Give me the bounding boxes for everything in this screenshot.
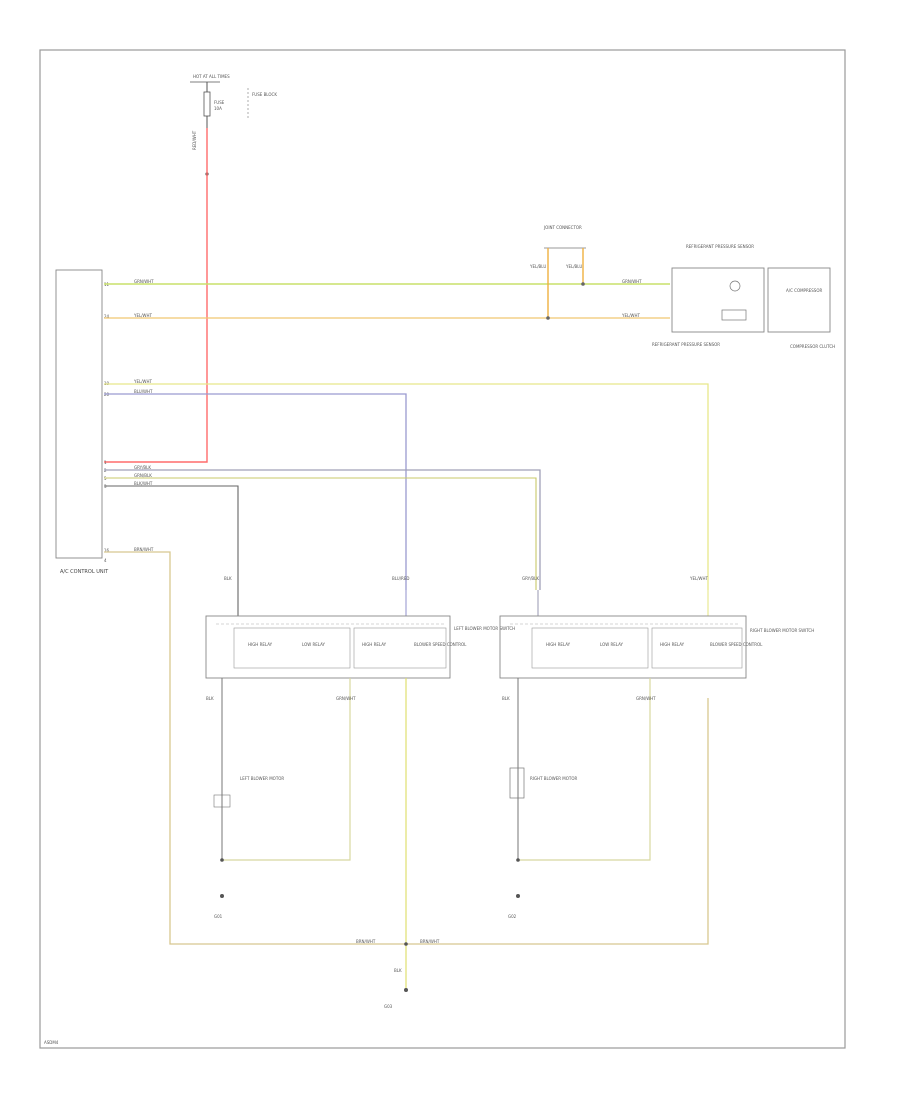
wire-black — [104, 485, 239, 590]
wire-blue — [104, 393, 407, 590]
right-module-inner-2: LOW RELAY — [600, 642, 624, 647]
wire-gray — [104, 469, 541, 590]
wire-label-blue: BLU/WHT — [134, 389, 153, 394]
right-module-wire-label-2: YEL/WHT — [689, 576, 709, 581]
joint-connector: JOINT CONNECTOR YEL/BLU YEL/BLU — [529, 225, 586, 320]
wire-tan — [104, 551, 709, 945]
right-module-label: RIGHT BLOWER MOTOR SWITCH — [750, 628, 814, 633]
wire-label-tan-bottom-1: BRN/WHT — [356, 939, 376, 944]
wire-label-green-right: GRN/WHT — [622, 279, 642, 284]
wire-label-yellow: YEL/WHT — [133, 379, 153, 384]
bottom-wire-label: BLK — [394, 968, 402, 973]
left-blower-motor: LEFT BLOWER MOTOR BLK GRN/WHT G01 — [206, 696, 356, 919]
wire-yellow — [104, 383, 709, 590]
svg-text:4: 4 — [104, 558, 107, 563]
svg-text:1: 1 — [104, 460, 107, 465]
wire-right-output-2 — [518, 678, 651, 861]
wire-label-orange-right: YEL/WHT — [621, 313, 641, 318]
svg-text:24: 24 — [104, 314, 110, 319]
left-module-inner-1: HIGH RELAY — [248, 642, 273, 647]
svg-text:16: 16 — [104, 548, 110, 553]
wire-red — [104, 128, 208, 463]
left-module-inner-2: LOW RELAY — [302, 642, 326, 647]
wire-olive — [104, 477, 537, 590]
wire-label-green: GRN/WHT — [134, 279, 154, 284]
wire-label-tan-bottom-2: BRN/WHT — [420, 939, 440, 944]
left-module-wire-label-1: BLK — [224, 576, 232, 581]
joint-wire-label-1: YEL/BLU — [529, 264, 546, 269]
fuse-block-side-label: FUSE BLOCK — [252, 92, 277, 97]
compressor-box-label: A/C COMPRESSOR — [786, 288, 822, 293]
compressor: A/C COMPRESSOR COMPRESSOR CLUTCH — [767, 267, 835, 349]
control-unit-label: A/C CONTROL UNIT — [60, 569, 109, 575]
fuse-label: FUSE — [214, 100, 225, 105]
right-motor-label: RIGHT BLOWER MOTOR — [530, 776, 577, 781]
ground-right-label: G02 — [508, 914, 517, 919]
right-blower-motor: RIGHT BLOWER MOTOR BLK GRN/WHT G02 — [502, 696, 656, 919]
diagram-frame — [39, 49, 846, 1049]
right-module-inner-3: HIGH RELAY — [660, 642, 685, 647]
fuse-block-top-label: HOT AT ALL TIMES — [193, 74, 230, 79]
joint-connector-label: JOINT CONNECTOR — [543, 225, 582, 230]
pressure-sensor: REFRIGERANT PRESSURE SENSOR REFRIGERANT … — [652, 244, 765, 347]
left-motor-label: LEFT BLOWER MOTOR — [240, 776, 284, 781]
ground-left-label: G01 — [214, 914, 223, 919]
ground-bottom-label: G03 — [384, 1004, 393, 1009]
left-module-inner-3: HIGH RELAY — [362, 642, 387, 647]
right-blower-switch: GRY/BLK YEL/WHT HIGH RELAY LOW RELAY HIG… — [499, 576, 814, 679]
corner-code: ASDM4 — [44, 1040, 59, 1045]
left-blower-switch: BLK BLU/RED HIGH RELAY LOW RELAY HIGH RE… — [205, 576, 515, 679]
pressure-sensor-box-label: REFRIGERANT PRESSURE SENSOR — [686, 244, 754, 249]
wire-label-red-top: RED/WHT — [192, 130, 197, 150]
control-unit: A/C CONTROL UNIT 11 24 10 20 1 2 5 3 16 … — [55, 269, 110, 575]
left-out-label-2: GRN/WHT — [336, 696, 356, 701]
right-out-label-1: BLK — [502, 696, 510, 701]
left-module-label: LEFT BLOWER MOTOR SWITCH — [454, 626, 515, 631]
ground-bottom: BLK G03 — [384, 942, 408, 1009]
wire-label-tan: BRN/WHT — [134, 547, 154, 552]
wire-label-orange: YEL/WHT — [133, 313, 153, 318]
fuse-symbol — [203, 91, 211, 117]
right-module-wire-label-1: GRY/BLK — [522, 576, 539, 581]
fuse-value: 10A — [214, 106, 222, 111]
compressor-label: COMPRESSOR CLUTCH — [790, 344, 835, 349]
right-module-inner-4: BLOWER SPEED CONTROL — [710, 642, 763, 647]
wire-label-gray: GRY/BLK — [134, 465, 151, 470]
left-out-label-1: BLK — [206, 696, 214, 701]
pressure-sensor-label: REFRIGERANT PRESSURE SENSOR — [652, 342, 720, 347]
right-out-label-2: GRN/WHT — [636, 696, 656, 701]
left-module-inner-4: BLOWER SPEED CONTROL — [414, 642, 467, 647]
left-module-wire-label-2: BLU/RED — [392, 576, 409, 581]
wire-left-output-2 — [222, 678, 351, 861]
fuse-block: HOT AT ALL TIMES FUSE 10A FUSE BLOCK RED… — [190, 74, 277, 176]
wire-label-black: BLK/WHT — [134, 481, 153, 486]
wire-label-olive: GRN/BLK — [134, 473, 152, 478]
right-module-inner-1: HIGH RELAY — [546, 642, 571, 647]
joint-wire-label-2: YEL/BLU — [565, 264, 582, 269]
